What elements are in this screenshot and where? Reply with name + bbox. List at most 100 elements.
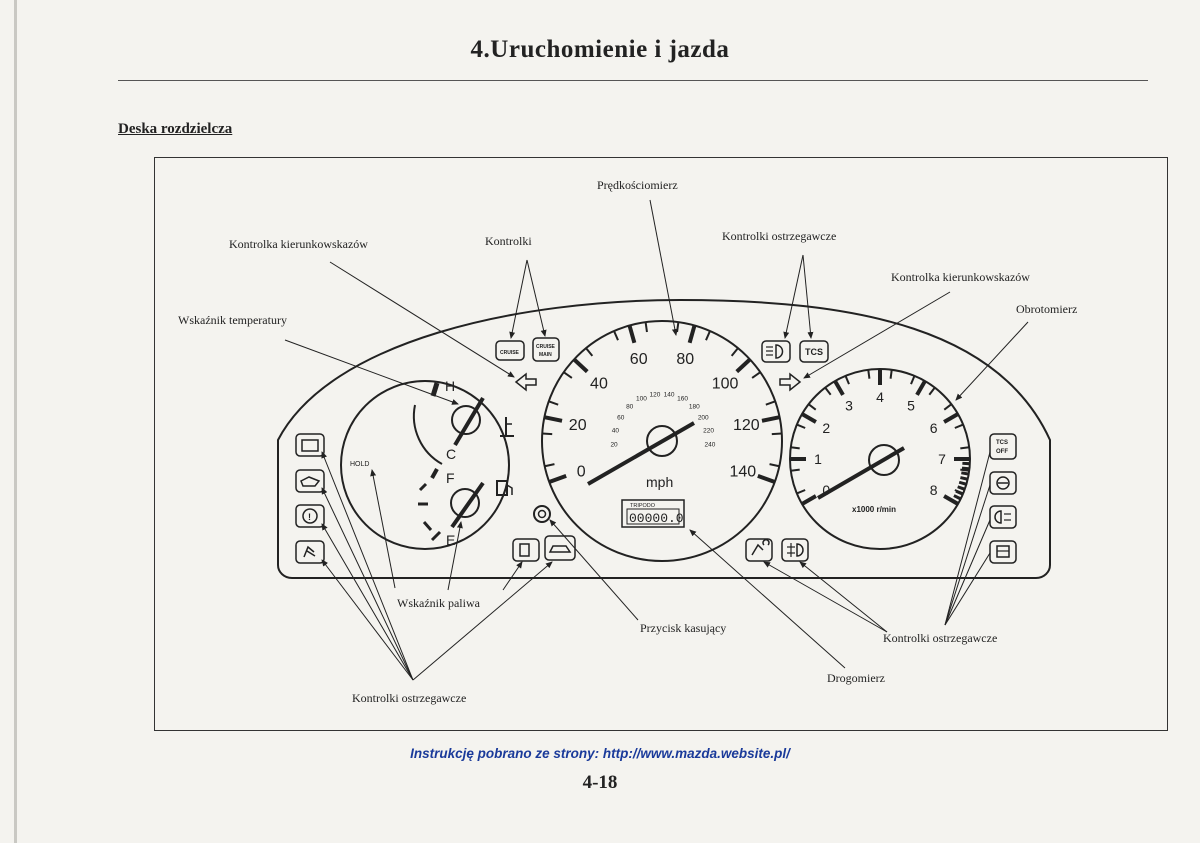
odometer-value: 00000.0	[629, 511, 684, 526]
speed-kmh-label: 80	[626, 404, 634, 411]
odometer-display: TRIPODO 00000.0	[621, 499, 685, 528]
speed-minor-tick	[644, 321, 648, 333]
tach-label: 7	[938, 451, 946, 467]
speed-minor-tick	[544, 463, 555, 468]
trunk-open-warning-light	[989, 540, 1017, 564]
tach-label: 5	[907, 397, 915, 413]
speed-major-tick	[687, 324, 697, 344]
temperature-icon	[500, 417, 514, 437]
oil-can-icon	[300, 476, 321, 487]
speed-minor-tick	[585, 347, 594, 357]
tach-minor-tick	[960, 468, 970, 472]
speed-major-tick	[548, 474, 567, 484]
tach-minor-tick	[796, 423, 806, 429]
tach-minor-tick	[943, 403, 953, 411]
speed-needle-hub	[646, 425, 678, 457]
temp-needle-hub	[451, 405, 481, 435]
tach-minor-tick	[844, 375, 850, 385]
tach-major-tick	[801, 494, 817, 506]
tach-label: 4	[876, 389, 884, 405]
speed-major-tick	[627, 324, 637, 344]
speed-major-label: 40	[590, 376, 608, 393]
front-fog-icon	[994, 510, 1002, 524]
svg-text:!: !	[308, 512, 311, 522]
rear-fog-warning-light	[781, 538, 809, 562]
header-rule	[118, 80, 1148, 81]
tach-label: 6	[930, 420, 938, 436]
fuel-needle-hub	[450, 488, 480, 518]
speed-minor-tick	[765, 400, 776, 406]
speed-major-label: 20	[569, 417, 587, 434]
cruise-indicator: CRUISE	[495, 340, 525, 361]
tach-major-tick	[833, 380, 845, 396]
fog-lamp-icon	[796, 543, 804, 557]
temp-needle	[453, 396, 485, 447]
speed-kmh-label: 40	[612, 428, 620, 435]
speed-unit-label: mph	[646, 474, 673, 490]
tach-minor-tick	[790, 468, 800, 472]
speed-kmh-label: 140	[664, 392, 675, 399]
tach-major-tick	[915, 380, 927, 396]
tach-minor-tick	[796, 489, 806, 495]
seatbelt-icon	[303, 545, 316, 558]
abs-icon	[996, 476, 1010, 490]
label-reset-button: Przycisk kasujący	[640, 621, 726, 635]
speed-minor-tick	[751, 371, 761, 379]
temp-hot-mark	[430, 382, 440, 397]
tcs-off-label-2: OFF	[996, 449, 1008, 455]
abs-warning-light	[989, 471, 1017, 495]
headlight-icon	[775, 344, 784, 359]
tach-major-tick	[801, 412, 817, 424]
speed-kmh-label: 120	[650, 392, 661, 399]
tach-label: 1	[814, 451, 822, 467]
brake-icon	[302, 508, 318, 524]
cruise-main-label-2: MAIN	[539, 352, 552, 358]
speed-minor-tick	[563, 371, 573, 379]
brake-warning-light: !	[295, 504, 325, 528]
speed-major-tick	[761, 415, 781, 423]
speed-major-label: 60	[630, 351, 648, 368]
page-number: 4-18	[582, 772, 618, 793]
speed-major-tick	[735, 357, 752, 374]
speed-major-label: 140	[729, 463, 756, 480]
speed-major-tick	[543, 415, 563, 423]
speed-minor-tick	[542, 432, 553, 436]
front-fog-warning-light	[989, 505, 1017, 529]
cruise-main-label-1: CRUISE	[536, 344, 556, 350]
tach-label: 8	[930, 482, 938, 498]
label-warning-lights-right: Kontrolki ostrzegawcze	[883, 631, 997, 645]
tach-label: 0	[822, 482, 830, 498]
callout-lines	[284, 199, 1029, 681]
temp-hot-label: H	[445, 378, 455, 394]
tcs-off-label-1: TCS	[996, 440, 1008, 446]
car-door-icon	[548, 545, 572, 553]
diagram-frame	[154, 157, 1168, 731]
label-fuel-gauge: Wskaźnik paliwa	[397, 596, 481, 610]
tach-major-tick	[943, 494, 959, 506]
tach-redline	[951, 461, 970, 504]
tach-label: 2	[822, 420, 830, 436]
label-warning-lights-bottom: Kontrolki ostrzegawcze	[352, 691, 466, 705]
speed-kmh-label: 200	[698, 414, 709, 421]
label-indicators: Kontrolki	[485, 234, 532, 248]
reset-button[interactable]	[533, 505, 551, 523]
speed-minor-tick	[676, 321, 680, 333]
airbag-icon	[751, 539, 770, 556]
speed-needle	[587, 421, 695, 486]
tach-unit-label: x1000 r/min	[852, 505, 896, 514]
speed-minor-tick	[548, 400, 559, 406]
hold-label: HOLD	[350, 461, 369, 468]
airbag-warning-light	[745, 538, 773, 562]
label-tachometer: Obrotomierz	[1016, 302, 1077, 316]
download-source-link[interactable]: Instrukcję pobrano ze strony: http://www…	[410, 746, 790, 761]
fuel-pump-small-icon	[519, 543, 530, 557]
tach-minor-tick	[807, 403, 817, 411]
door-ajar-warning-light	[544, 535, 576, 561]
speed-kmh-label: 60	[617, 414, 625, 421]
oil-pressure-warning-light	[295, 469, 325, 493]
speed-minor-tick	[769, 463, 780, 468]
fuel-needle	[450, 481, 485, 529]
